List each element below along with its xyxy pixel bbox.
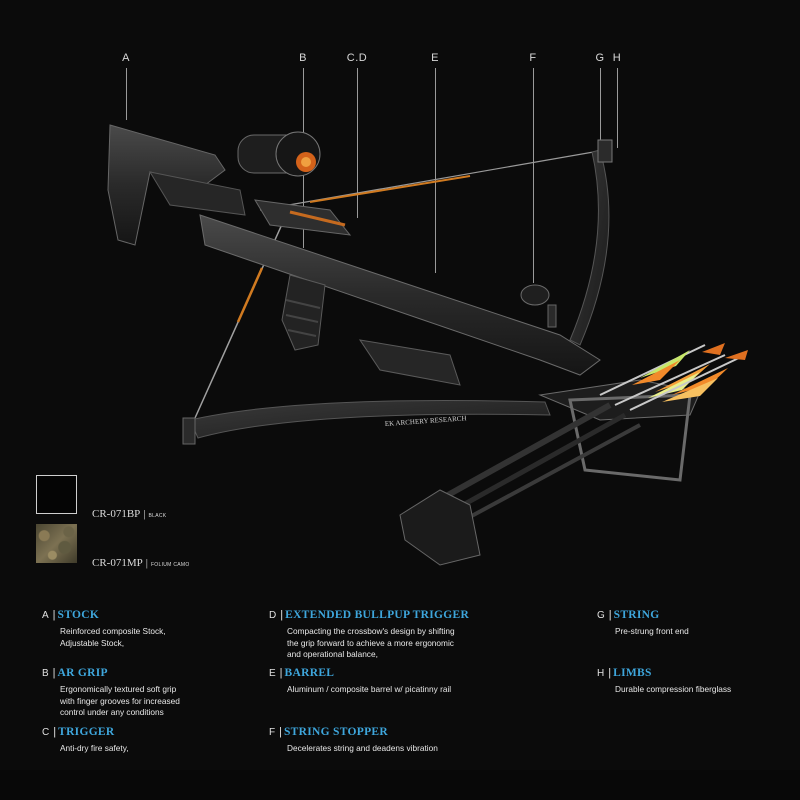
spec-title: STRING STOPPER [283,726,388,738]
bottom-band [0,770,800,800]
spec-letter: G [597,610,605,621]
spec-ar-grip: B|AR GRIP Ergonomically textured soft gr… [42,667,272,719]
spec-letter: F [269,727,276,738]
spec-string-stopper: F|STRING STOPPER Decelerates string and … [269,726,529,755]
spec-letter: C [42,727,50,738]
spec-letter: E [269,668,276,679]
model-variant: BLACK [148,513,167,519]
spec-desc: Durable compression fiberglass [615,684,732,694]
spec-title: BARREL [284,667,335,679]
spec-letter: A [42,610,49,621]
callout-a: A [122,52,130,64]
spec-title: EXTENDED BULLPUP TRIGGER [285,609,470,621]
spec-desc: Reinforced composite Stock, Adjustable S… [60,626,166,648]
spec-desc: Pre-strung front end [615,626,689,636]
spec-letter: B [42,668,49,679]
spec-title: TRIGGER [58,726,115,738]
spec-title: LIMBS [613,667,652,679]
spec-barrel: E|BARREL Aluminum / composite barrel w/ … [269,667,529,696]
spec-title: STOCK [57,609,100,621]
leader-f [533,68,534,283]
spec-stock: A|STOCK Reinforced composite Stock, Adju… [42,609,272,649]
leader-h [617,68,618,148]
leader-a [126,68,127,120]
callout-cd: C.D [346,52,368,64]
model-code: CR-071MP [92,557,143,569]
callout-h: H [612,52,622,64]
swatch-black [36,475,77,514]
model-code: CR-071BP [92,508,141,520]
callout-f: F [529,52,537,64]
spec-desc: Aluminum / composite barrel w/ picatinny… [287,684,452,694]
leader-cd [357,68,358,218]
spec-extended-bullpup-trigger: D|EXTENDED BULLPUP TRIGGER Compacting th… [269,609,529,661]
spec-desc: Compacting the crossbow's design by shif… [287,626,455,659]
leader-e [435,68,436,273]
spec-title: AR GRIP [57,667,108,679]
spec-letter: D [269,610,277,621]
swatch-camo [36,524,77,563]
callout-b: B [299,52,307,64]
callout-e: E [431,52,439,64]
model-black: CR-071BP|BLACK [92,508,167,520]
spec-string: G|STRING Pre-strung front end [597,609,787,638]
brand-mark: EK ARCHERY RESEARCH [385,414,467,428]
spec-desc: Decelerates string and deadens vibration [287,743,438,753]
spec-letter: H [597,668,605,679]
spec-desc: Ergonomically textured soft grip with fi… [60,684,180,717]
model-variant: FOLIUM CAMO [150,562,190,568]
leader-g [600,68,601,148]
model-camo: CR-071MP|FOLIUM CAMO [92,557,190,569]
spec-trigger: C|TRIGGER Anti-dry fire safety, [42,726,272,755]
callout-g: G [595,52,605,64]
spec-title: STRING [613,609,660,621]
spec-desc: Anti-dry fire safety, [60,743,129,753]
spec-limbs: H|LIMBS Durable compression fiberglass [597,667,787,696]
